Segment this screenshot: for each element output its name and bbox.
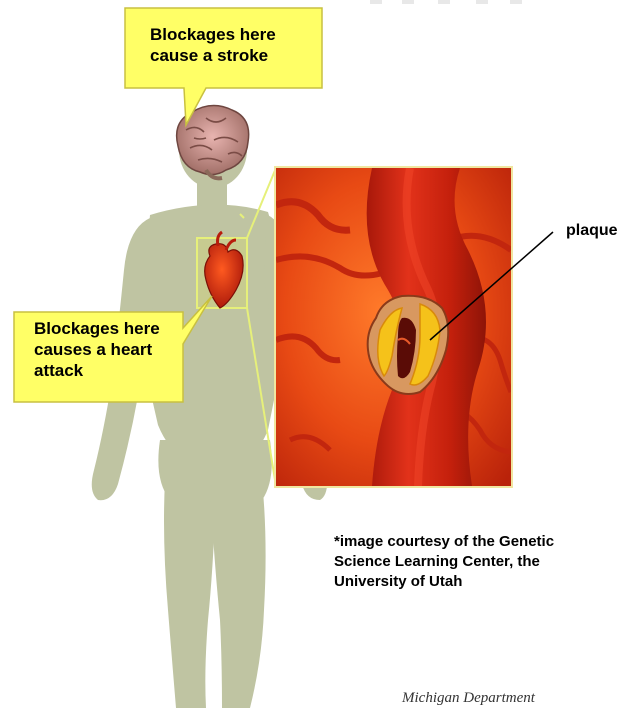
- stroke-callout-text: Blockages here cause a stroke: [150, 24, 310, 66]
- image-credit: *image courtesy of the Genetic Science L…: [334, 532, 634, 592]
- top-edge-marks: [370, 0, 522, 4]
- plaque-label: plaque: [566, 222, 618, 240]
- footer-department: Michigan Department: [402, 690, 535, 707]
- heart-callout-text: Blockages here causes a heart attack: [34, 318, 184, 381]
- artery-inset: [274, 166, 513, 488]
